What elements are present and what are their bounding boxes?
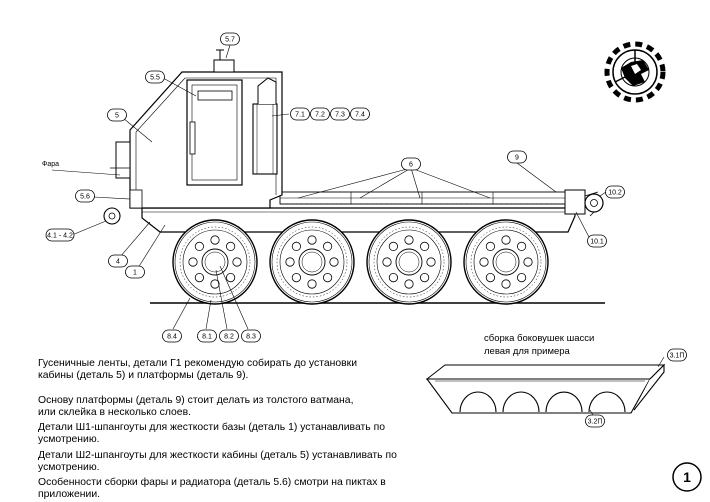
note-line: Особенности сборки фары и радиатора (дет… [38, 477, 386, 501]
wheel [463, 219, 549, 305]
callout-4-1-4-2: 4.1 - 4.2 [47, 233, 73, 240]
leader-lines [51, 44, 607, 330]
callout-7-3: 7.3 [335, 112, 345, 119]
side-panel-inset [425, 363, 666, 414]
gear-logo-icon [604, 41, 666, 103]
callout-7-2: 7.2 [315, 112, 325, 119]
note-line: Детали Ш1-шпангоуты для жесткости базы (… [38, 422, 385, 446]
callout-5-7: 5.7 [225, 37, 235, 44]
callout-7-4: 7.4 [355, 112, 365, 119]
callout-10-2: 10.2 [608, 190, 622, 197]
headlight-label: Фара [42, 161, 59, 168]
callout-8-4: 8.4 [167, 334, 177, 341]
note-line: кабины (деталь 5) и платформы (деталь 9)… [38, 370, 249, 382]
callout-5-6: 5.6 [80, 194, 90, 201]
note-line: Детали Ш2-шпангоуты для жесткости кабины… [38, 449, 397, 473]
assembly-notes: Гусеничные ленты, детали Г1 рекомендую с… [38, 358, 418, 502]
wheel [172, 219, 258, 305]
note-line: Гусеничные ленты, детали Г1 рекомендую с… [38, 358, 357, 369]
platform [279, 191, 566, 205]
note-line: Основу платформы (деталь 9) стоит делать… [38, 394, 354, 406]
side-panel-title-2: левая для примера [484, 346, 571, 357]
side-panel-title-1: сборка боковушек шасси [484, 333, 594, 344]
callout-3-1: 3.1П [670, 353, 685, 360]
callout-1: 1 [133, 270, 137, 277]
callout-6: 6 [409, 162, 413, 169]
callout-4: 4 [116, 259, 120, 266]
callout-10-1: 10.1 [590, 239, 604, 246]
chassis [141, 189, 604, 233]
cabin [103, 49, 283, 225]
wheel [366, 219, 452, 305]
callout-8-2: 8.2 [224, 334, 234, 341]
callout-8-1: 8.1 [202, 334, 212, 341]
callout-8-3: 8.3 [246, 334, 256, 341]
callouts: 5.7 5.5 5 7.1 7.2 7.3 7.4 6 9 10.2 10.1 … [45, 32, 625, 343]
wheel [269, 219, 355, 305]
note-line: или склейка в несколько слоев. [38, 406, 191, 418]
callout-9: 9 [515, 155, 519, 162]
callout-5: 5 [115, 113, 119, 120]
callout-3-2: 3.2П [588, 419, 603, 426]
page-number-badge [672, 462, 702, 492]
callout-7-1: 7.1 [295, 112, 305, 119]
page-number: 1 [683, 469, 691, 485]
callout-5-5: 5.5 [150, 75, 160, 82]
